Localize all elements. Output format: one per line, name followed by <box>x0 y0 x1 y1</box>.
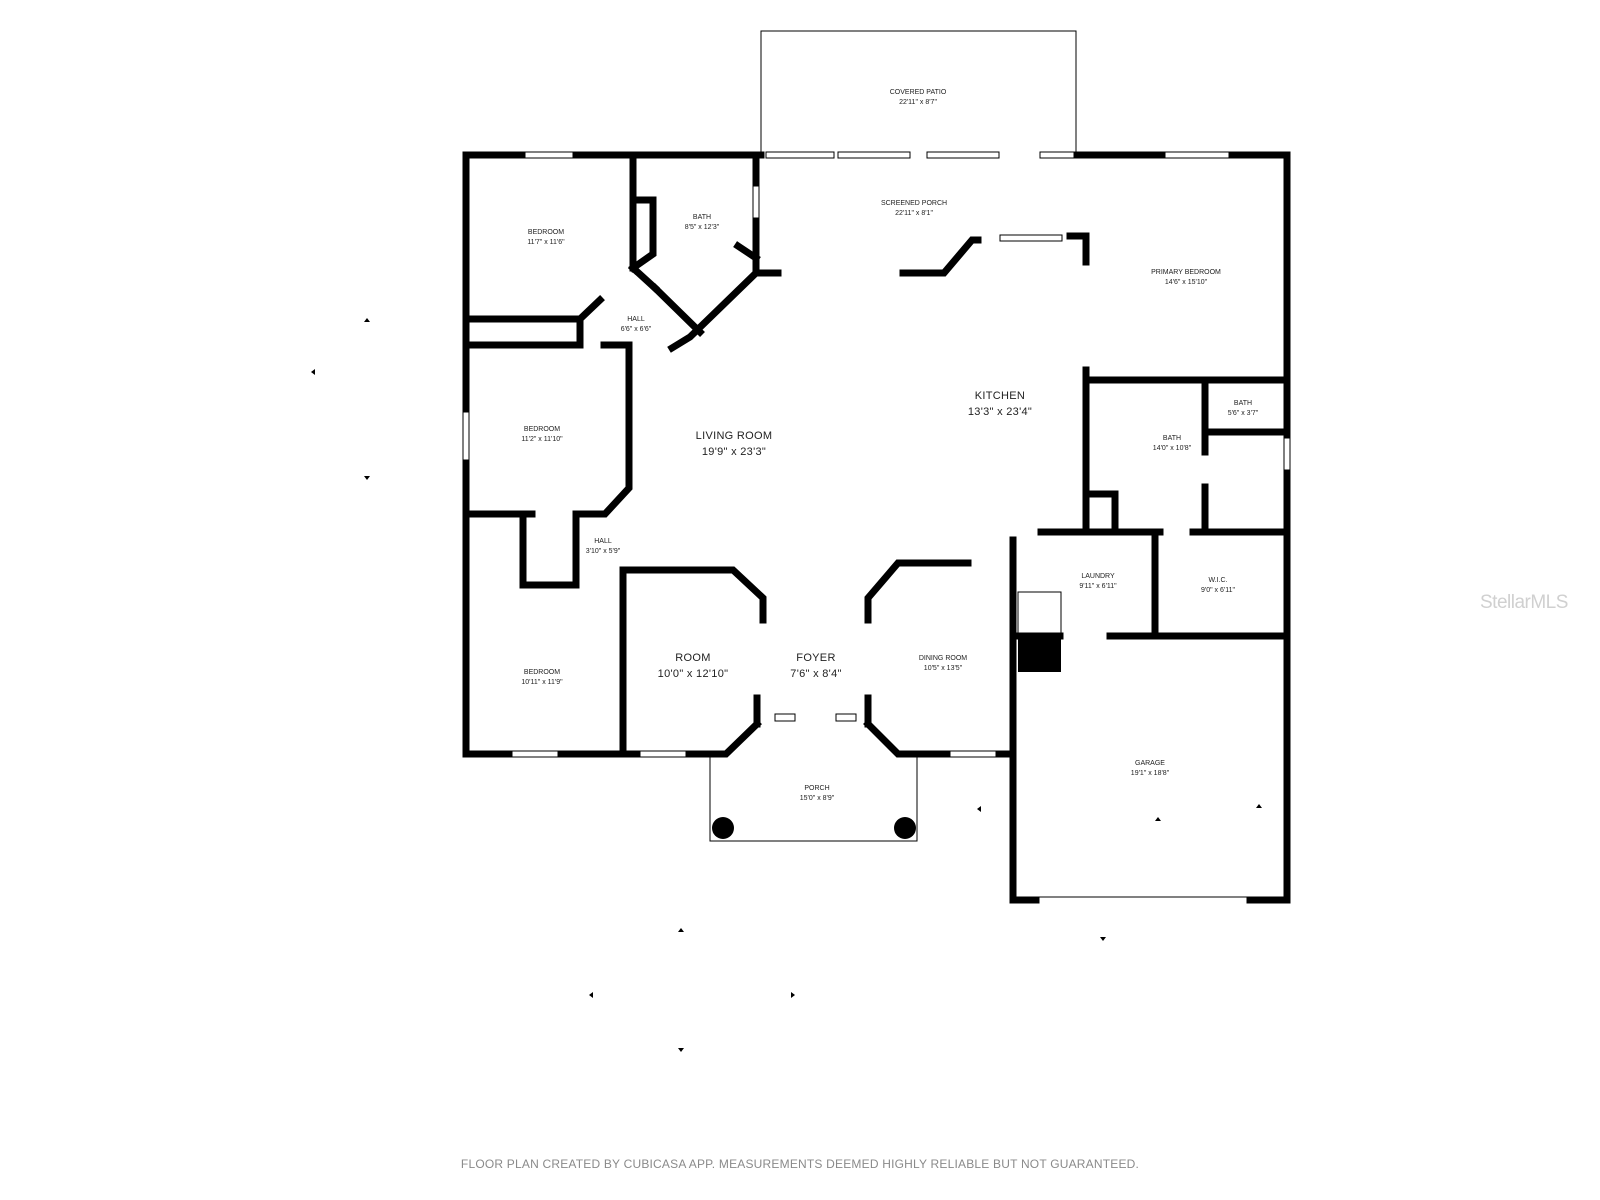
porch-outline <box>709 756 918 842</box>
interior-walls <box>462 151 1291 758</box>
laundry-dryer <box>1018 634 1061 672</box>
svg-text:DINING ROOM: DINING ROOM <box>919 655 967 662</box>
svg-text:11'2" x 11'10": 11'2" x 11'10" <box>521 436 563 443</box>
disclaimer-footer: FLOOR PLAN CREATED BY CUBICASA APP. MEAS… <box>460 1157 1140 1171</box>
svg-text:SCREENED PORCH: SCREENED PORCH <box>881 200 947 207</box>
svg-text:5'6" x 3'7": 5'6" x 3'7" <box>1228 410 1259 417</box>
svg-text:7'6" x 8'4": 7'6" x 8'4" <box>790 668 841 680</box>
svg-text:8'5" x 12'3": 8'5" x 12'3" <box>685 224 720 231</box>
porch-column-left <box>712 817 734 839</box>
label-room: ROOM 10'0" x 12'10" <box>658 652 729 680</box>
svg-text:10'5" x 13'5": 10'5" x 13'5" <box>924 665 963 672</box>
label-garage: GARAGE 19'1" x 18'8" <box>1131 760 1170 777</box>
svg-text:BATH: BATH <box>693 214 711 221</box>
svg-text:19'1" x 18'8": 19'1" x 18'8" <box>1131 770 1170 777</box>
svg-text:9'11" x 6'11": 9'11" x 6'11" <box>1079 583 1117 590</box>
svg-text:BEDROOM: BEDROOM <box>528 229 564 236</box>
svg-text:15'0" x 8'9": 15'0" x 8'9" <box>800 795 835 802</box>
svg-text:GARAGE: GARAGE <box>1135 760 1165 767</box>
svg-text:6'6" x 6'6": 6'6" x 6'6" <box>621 326 652 333</box>
svg-text:BATH: BATH <box>1163 435 1181 442</box>
svg-text:HALL: HALL <box>594 538 612 545</box>
svg-text:LAUNDRY: LAUNDRY <box>1081 573 1115 580</box>
label-covered-patio: COVERED PATIO 22'11" x 8'7" <box>890 89 947 106</box>
label-dining-room: DINING ROOM 10'5" x 13'5" <box>919 655 967 672</box>
svg-text:COVERED PATIO: COVERED PATIO <box>890 89 947 96</box>
label-porch: PORCH 15'0" x 8'9" <box>800 785 835 802</box>
label-bedroom-w: BEDROOM 11'2" x 11'10" <box>521 426 563 443</box>
svg-text:HALL: HALL <box>627 316 645 323</box>
label-kitchen: KITCHEN 13'3" x 23'4" <box>968 390 1032 418</box>
svg-text:LIVING ROOM: LIVING ROOM <box>696 430 773 442</box>
label-bath-small: BATH 5'6" x 3'7" <box>1228 400 1259 417</box>
laundry-washer <box>1017 591 1062 635</box>
covered-patio-outline <box>760 30 1077 153</box>
svg-text:FOYER: FOYER <box>796 652 835 664</box>
svg-text:PORCH: PORCH <box>804 785 829 792</box>
label-living-room: LIVING ROOM 19'9" x 23'3" <box>696 430 773 458</box>
svg-text:22'11" x 8'1": 22'11" x 8'1" <box>895 210 933 217</box>
svg-text:14'0" x 10'8": 14'0" x 10'8" <box>1153 445 1192 452</box>
label-hall-south: HALL 3'10" x 5'9" <box>586 538 621 555</box>
svg-text:22'11" x 8'7": 22'11" x 8'7" <box>899 99 937 106</box>
svg-text:PRIMARY BEDROOM: PRIMARY BEDROOM <box>1151 269 1221 276</box>
svg-text:14'6" x 15'10": 14'6" x 15'10" <box>1165 279 1208 286</box>
svg-text:BATH: BATH <box>1234 400 1252 407</box>
label-bath-primary: BATH 14'0" x 10'8" <box>1153 435 1192 452</box>
label-laundry: LAUNDRY 9'11" x 6'11" <box>1079 573 1117 590</box>
svg-text:13'3" x 23'4": 13'3" x 23'4" <box>968 406 1032 418</box>
mls-watermark: StellarMLS <box>1480 592 1568 613</box>
scan-markers <box>311 318 1262 1052</box>
svg-text:3'10" x 5'9": 3'10" x 5'9" <box>586 548 621 555</box>
svg-text:BEDROOM: BEDROOM <box>524 426 560 433</box>
label-screened-porch: SCREENED PORCH 22'11" x 8'1" <box>881 200 947 217</box>
svg-text:10'0" x 12'10": 10'0" x 12'10" <box>658 668 729 680</box>
porch-column-right <box>894 817 916 839</box>
svg-text:BEDROOM: BEDROOM <box>524 669 560 676</box>
svg-text:W.I.C.: W.I.C. <box>1208 577 1227 584</box>
label-bedroom-nw: BEDROOM 11'7" x 11'6" <box>527 229 565 246</box>
label-hall-north: HALL 6'6" x 6'6" <box>621 316 652 333</box>
exterior-walls <box>462 151 1291 904</box>
svg-text:19'9" x 23'3": 19'9" x 23'3" <box>702 446 766 458</box>
svg-text:11'7" x 11'6": 11'7" x 11'6" <box>527 239 565 246</box>
label-bedroom-sw: BEDROOM 10'11" x 11'9" <box>521 669 563 686</box>
label-primary-bedroom: PRIMARY BEDROOM 14'6" x 15'10" <box>1151 269 1221 286</box>
windows <box>462 151 1291 758</box>
svg-text:9'0" x 6'11": 9'0" x 6'11" <box>1201 587 1235 594</box>
label-bath-north: BATH 8'5" x 12'3" <box>685 214 720 231</box>
label-wic: W.I.C. 9'0" x 6'11" <box>1201 577 1235 594</box>
svg-text:ROOM: ROOM <box>675 652 710 664</box>
svg-text:KITCHEN: KITCHEN <box>975 390 1025 402</box>
svg-text:10'11" x 11'9": 10'11" x 11'9" <box>521 679 563 686</box>
label-foyer: FOYER 7'6" x 8'4" <box>790 652 841 680</box>
